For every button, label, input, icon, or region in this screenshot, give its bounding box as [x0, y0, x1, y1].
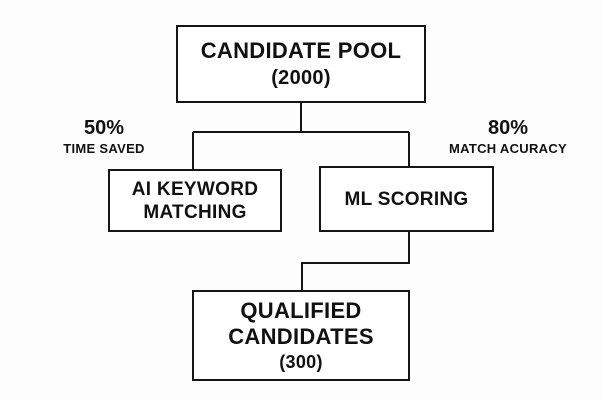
- time-saved-value: 50%: [83, 117, 125, 139]
- match-accuracy-metric: 80% MATCH ACURACY: [436, 116, 580, 158]
- time-saved-metric: 50% TIME SAVED: [52, 116, 156, 158]
- candidate-pool-count: (2000): [271, 67, 331, 89]
- ai-keyword-matching-line1: AI KEYWORD: [131, 178, 259, 200]
- ml-scoring-title: ML SCORING: [344, 188, 469, 210]
- edge-ml-to-qualified: [301, 232, 410, 290]
- ai-keyword-matching-line2: MATCHING: [143, 201, 247, 223]
- qualified-candidates-line2: CANDIDATES: [228, 323, 374, 349]
- ml-scoring-node: ML SCORING: [319, 166, 494, 232]
- candidate-pool-title: CANDIDATE POOL: [200, 38, 402, 63]
- qualified-candidates-line1: QUALIFIED: [240, 297, 362, 323]
- match-accuracy-label: MATCH ACURACY: [449, 141, 567, 156]
- ai-keyword-matching-node: AI KEYWORD MATCHING: [108, 169, 282, 232]
- qualified-candidates-node: QUALIFIED CANDIDATES (300): [192, 290, 410, 381]
- qualified-candidates-count: (300): [279, 351, 323, 372]
- time-saved-label: TIME SAVED: [63, 141, 145, 156]
- match-accuracy-value: 80%: [487, 117, 529, 139]
- candidate-pool-node: CANDIDATE POOL (2000): [176, 25, 426, 103]
